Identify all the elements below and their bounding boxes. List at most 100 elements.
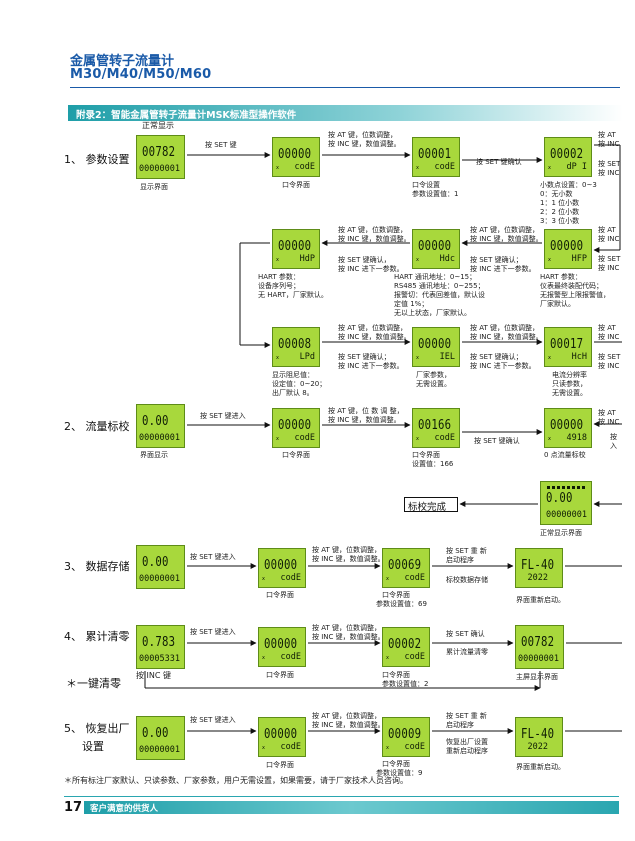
lbl-cl-code-screen: 口令界面 (266, 671, 294, 679)
lbl-r3-set1b: 按 SET 键确认； (470, 353, 523, 361)
footer-rule (64, 796, 619, 797)
lbl-zero-cal: 0 点流量标校 (544, 451, 586, 459)
lbl-cal-right-inc: 按 INC (598, 418, 620, 426)
lbl-cal-right-press: 按 (610, 433, 617, 441)
lcd-lpd: 00008 x LPd (272, 327, 320, 367)
lbl-cal-at2: 按 INC 键，数值调整。 (328, 416, 401, 424)
lcd-cal-code: 00000 x codE (272, 408, 320, 448)
lcd-reset-code-9: 00009 x codE (382, 717, 430, 757)
lbl-r3-at2: 按 INC 键，数值调整。 (338, 333, 411, 341)
lbl-r3-set1: 按 SET 键确认； (338, 353, 391, 361)
lbl-st-save: 标校数据存储 (446, 576, 488, 584)
lbl-st-restart: 界面重新启动。 (516, 596, 565, 604)
lbl-rs-set2: 启动程序 (446, 721, 474, 729)
lbl-rs-restore2: 重新启动程序 (446, 747, 488, 755)
lbl-cl-code-1: 口令界面 (382, 671, 410, 679)
lcd-zero-cal: 00000 x 4918 (544, 408, 592, 448)
section-banner-text: 附录2：智能金属管转子流量计MSK标准型操作软件 (76, 110, 297, 121)
lcd-reset-code: 00000 x codE (258, 717, 306, 757)
lcd-cal-code-166: 00166 x codE (412, 408, 460, 448)
lbl-cl-main: 主屏显示界面 (516, 673, 558, 681)
lbl-r2-set1b: 按 SET 键确认； (470, 256, 523, 264)
lbl-cl-enter: 按 SET 键进入 (190, 628, 236, 636)
lbl-r2-set1: 按 SET 键确认， (338, 256, 391, 264)
lcd-storage-display: 0.00 00000001 (136, 545, 185, 589)
lbl-r3-at2b: 按 INC 键，数值调整。 (470, 333, 543, 341)
lcd-cal-display: 0.00 00000001 (136, 404, 185, 448)
lcd-iel: 00000 x IEL (412, 327, 460, 367)
lbl-cl-inc-key: 按 INC 键 (136, 671, 172, 680)
lbl-st-set2: 启动程序 (446, 556, 474, 564)
lbl-st-enter: 按 SET 键进入 (190, 553, 236, 561)
lbl-cal-display: 界面显示 (140, 451, 168, 459)
section-factory-reset-2: 设置 (82, 740, 104, 753)
section-factory-reset: 5、 恢复出厂 (64, 722, 130, 735)
lbl-code-set-1: 口令设置 (412, 181, 440, 189)
lbl-right-set-row2: 按 SET (598, 255, 621, 263)
lbl-code-screen: 口令界面 (282, 181, 310, 189)
lcd-normal-screen: 0.00 00000001 (540, 481, 592, 525)
footnote: ＊所有标注厂家默认、只读参数、厂家参数，用户无需设置，如果需要，请于厂家技术人员… (64, 776, 408, 785)
lbl-st-code-1: 口令界面 (382, 591, 410, 599)
lbl-r2-at2b: 按 INC 键，数值调整。 (470, 235, 543, 243)
lbl-cal-code-screen: 口令界面 (282, 451, 310, 459)
lcd-code-1: 00001 x codE (412, 137, 460, 177)
lbl-set-confirm: 按 SET 键确认 (476, 158, 522, 166)
lcd-hch: 00017 x HcH (544, 327, 592, 367)
header-model: M30/M40/M50/M60 (70, 67, 212, 82)
lbl-right-set: 按 SET (598, 160, 621, 168)
section-banner: 附录2：智能金属管转子流量计MSK标准型操作软件 (68, 105, 623, 121)
lcd-storage-code: 00000 x codE (258, 548, 306, 588)
lbl-rs-at2: 按 INC 键，数值调整。 (312, 721, 385, 729)
lcd-hfp: 00000 x HFP (544, 229, 592, 269)
lcd-clear-code-2: 00002 x codE (382, 627, 430, 667)
section-total-clear: 4、 累计清零 (64, 630, 130, 643)
lbl-r3-at1b: 按 AT 键，位数调整， (470, 324, 539, 332)
lbl-right-at: 按 AT (598, 131, 616, 139)
lbl-rs-at1: 按 AT 键，位数调整， (312, 712, 381, 720)
lbl-rs-set1: 按 SET 重 新 (446, 712, 487, 720)
lbl-code-set-2: 参数设置值：1 (412, 190, 459, 198)
lbl-right-inc2: 按 INC (598, 169, 620, 177)
lbl-right-inc2-row2: 按 INC (598, 264, 620, 272)
lbl-rs-restart: 界面重新启动。 (516, 763, 565, 771)
cal-done-box: 标校完成 (404, 497, 458, 513)
lbl-rs-restore1: 恢复出厂设置 (446, 738, 488, 746)
lcd-code-entry: 00000 x codE (272, 137, 320, 177)
lbl-cal-right-at: 按 AT (598, 409, 616, 417)
lbl-cal-at1: 按 AT 键，位 数 调 整， (328, 407, 404, 415)
section-one-key-clear: ＊一键清零 (66, 677, 121, 690)
cal-done-text: 标校完成 (408, 502, 447, 513)
lbl-cl-total-clear: 累计流量清零 (446, 648, 488, 656)
lbl-r3-set2b: 按 INC 进下一参数。 (470, 362, 536, 370)
lbl-display-screen: 显示界面 (140, 183, 168, 191)
lbl-r3-at1: 按 AT 键，位数调整， (338, 324, 407, 332)
lcd-clear-main: 00782 00000001 (515, 625, 564, 669)
lcd-hdp: 00000 x HdP (272, 229, 320, 269)
lbl-rs-code-1: 口令界面 (382, 760, 410, 768)
lbl-rs-code-screen: 口令界面 (266, 761, 294, 769)
lbl-st-code-screen: 口令界面 (266, 591, 294, 599)
footer-band: 客户满意的供货人 (84, 801, 619, 814)
section-data-storage: 3、 数据存储 (64, 560, 130, 573)
footer-slogan: 客户满意的供货人 (90, 804, 159, 814)
lbl-right-set3: 按 SET (598, 353, 621, 361)
lcd-reset-display: 0.00 00000001 (136, 716, 185, 760)
lcd-reset-restart: FL-40 2022 (515, 717, 563, 757)
normal-display-label: 正常显示 (142, 121, 174, 130)
lcd-storage-code-69: 00069 x codE (382, 548, 430, 588)
lbl-normal-screen: 正常显示界面 (540, 529, 582, 537)
lbl-right-inc4: 按 INC (598, 362, 620, 370)
lbl-r2-set2b: 按 INC 进下一参数。 (470, 265, 536, 273)
lbl-r2-at2: 按 INC 键，数值调整。 (338, 235, 411, 243)
lbl-cl-set-confirm: 按 SET 确认 (446, 630, 485, 638)
lcd-storage-restart: FL-40 2022 (515, 548, 563, 588)
lbl-r2-set2: 按 INC 进下一参数。 (338, 265, 404, 273)
lbl-rs-enter: 按 SET 键进入 (190, 716, 236, 724)
lbl-right-at2: 按 AT (598, 226, 616, 234)
lcd-clear-display: 0.783 00005331 (136, 625, 185, 669)
lbl-press-set: 按 SET 键 (205, 141, 237, 149)
lbl-right-inc-row2: 按 INC (598, 235, 620, 243)
lbl-st-code-2: 参数设置值：69 (376, 600, 427, 608)
lbl-cal-set-confirm: 按 SET 键确认 (474, 437, 520, 445)
